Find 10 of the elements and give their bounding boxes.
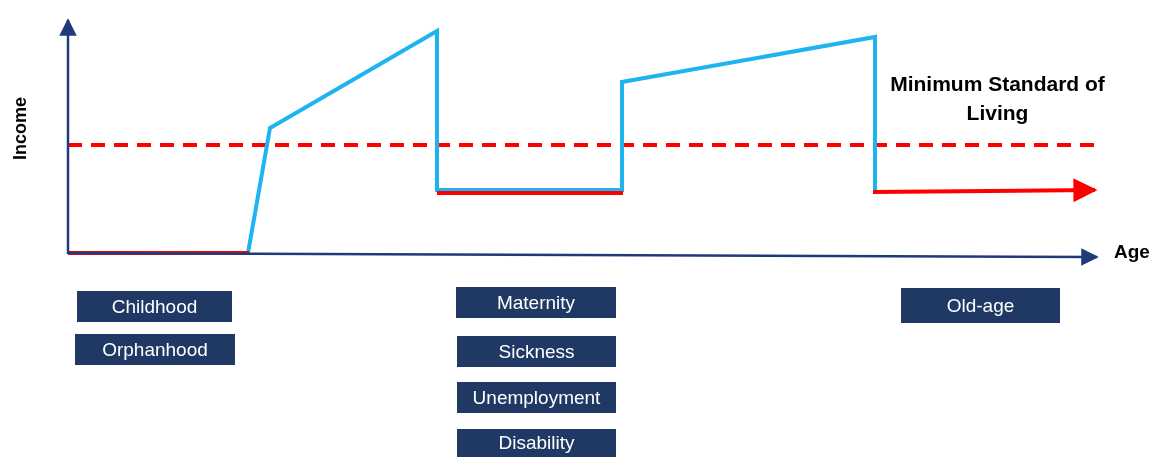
category-box: Maternity: [456, 287, 616, 318]
category-box: Childhood: [77, 291, 232, 322]
category-box: Unemployment: [457, 382, 616, 413]
axis-title: Age: [1114, 241, 1150, 263]
axis-title: Income: [10, 96, 31, 160]
category-box: Old-age: [901, 288, 1060, 323]
threshold-label: Minimum Standard of Living: [890, 71, 1105, 127]
category-box: Disability: [457, 429, 616, 457]
category-box: Sickness: [457, 336, 616, 367]
category-box: Orphanhood: [75, 334, 235, 365]
